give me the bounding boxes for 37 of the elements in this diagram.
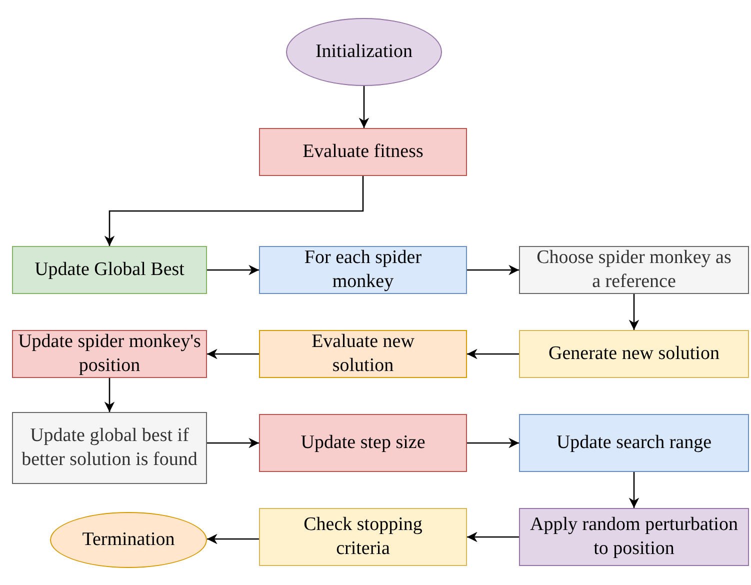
arrow — [628, 294, 640, 330]
arrow — [358, 86, 370, 128]
node-label: Evaluate new solution — [310, 330, 416, 378]
process-box — [519, 508, 749, 566]
arrow — [467, 264, 519, 276]
arrow — [207, 348, 259, 360]
process-box — [12, 412, 207, 484]
node-label: Initialization — [315, 40, 413, 64]
node-label: Update step size — [300, 431, 426, 455]
arrow — [104, 378, 115, 412]
arrow — [467, 438, 519, 448]
node-label: For each spider monkey — [303, 246, 423, 294]
node-label: Apply random perturbation to position — [529, 513, 739, 561]
process-box — [259, 330, 467, 378]
process-box — [519, 330, 749, 378]
node-label: Generate new solution — [548, 342, 720, 366]
process-box — [12, 246, 207, 294]
process-box — [259, 508, 467, 566]
arrow — [207, 264, 259, 276]
process-box — [519, 414, 749, 472]
node-label: Update spider monkey's position — [17, 330, 202, 378]
node-label: Choose spider monkey as a reference — [536, 246, 732, 294]
process-box — [259, 246, 467, 294]
arrow — [467, 348, 519, 360]
node-label: Update global best if better solution is found — [20, 424, 198, 472]
arrow — [207, 534, 259, 544]
node-label: Termination — [82, 528, 175, 552]
process-box — [259, 128, 467, 176]
node-label: Check stopping criteria — [302, 513, 424, 561]
process-box — [259, 414, 467, 472]
arrow — [628, 472, 640, 508]
node-label: Update Global Best — [34, 258, 184, 282]
arrow — [467, 532, 519, 542]
arrow — [104, 176, 364, 246]
node-label: Update search range — [556, 431, 712, 455]
node-label: Evaluate fitness — [302, 140, 424, 164]
arrow — [207, 438, 259, 448]
